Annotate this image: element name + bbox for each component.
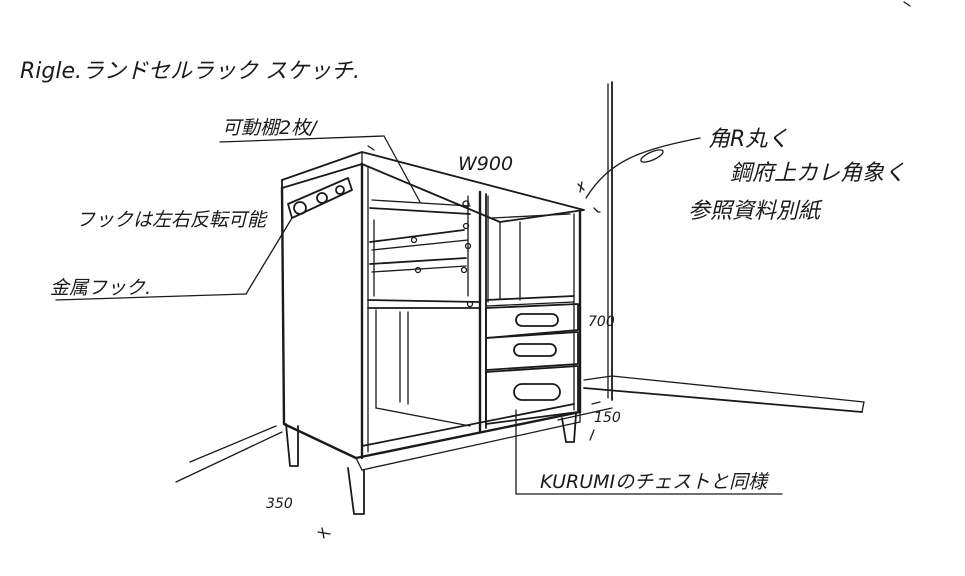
- label-rounded-corners-line2: 鋼府上カレ角象く: [730, 161, 906, 186]
- legs: [285, 413, 577, 515]
- label-rounded-corners-line1: 角R丸く: [708, 127, 789, 152]
- label-movable-shelves: 可動棚2枚/: [222, 117, 319, 139]
- label-metal-hook: 金属フック.: [50, 277, 151, 299]
- room-lines: [175, 81, 865, 483]
- hook-plate: [287, 177, 353, 219]
- label-leg-dimension: 150: [594, 410, 621, 426]
- sketch-title: Rigle.ランドセルラック スケッチ.: [20, 59, 360, 84]
- drawers: [485, 303, 579, 425]
- annotation-leaders: [55, 1, 911, 539]
- label-rounded-corners-line3: 参照資料別紙: [688, 199, 823, 224]
- label-kurumi-chest: KURUMIのチェストと同様: [540, 471, 770, 493]
- label-width-dimension: W900: [458, 153, 513, 175]
- label-hook-reversible: フックは左右反転可能: [76, 209, 268, 231]
- label-depth-dimension: 350: [266, 496, 293, 512]
- label-height-dimension: 700: [588, 314, 615, 330]
- cabinet: [280, 151, 585, 471]
